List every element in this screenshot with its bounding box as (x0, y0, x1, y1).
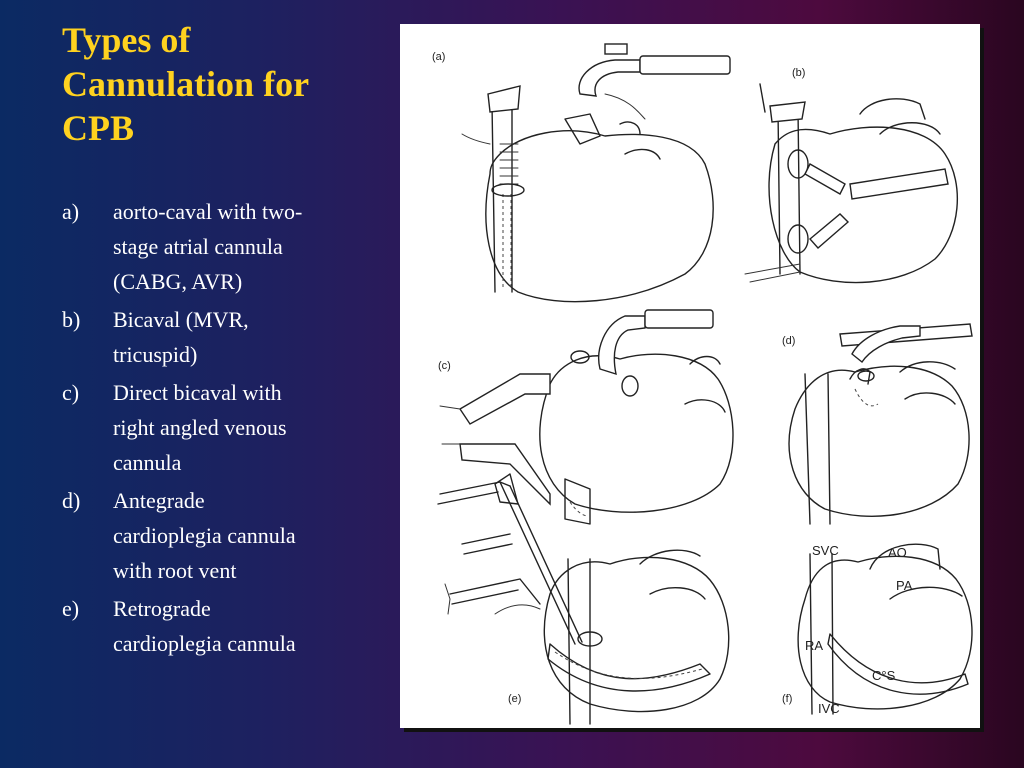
label-ao: AO (888, 545, 907, 560)
bullet-item-b: b) Bicaval (MVR, tricuspid) (62, 302, 374, 372)
slide-title: Types of Cannulation for CPB (62, 20, 310, 148)
panel-label-e: (e) (508, 693, 521, 705)
bullet-marker: c) (62, 380, 80, 405)
bullet-marker: a) (62, 199, 80, 224)
panel-c-illustration: (c) (438, 309, 734, 525)
label-svc: SVC (812, 543, 839, 558)
label-ra: RA (805, 638, 823, 653)
cannulation-diagram: (a) (b) (432, 43, 973, 725)
bullet-text: aorto-caval with two- stage atrial cannu… (113, 199, 303, 294)
bullet-item-c: c) Direct bicaval with right angled veno… (62, 375, 374, 480)
bullet-item-d: d) Antegrade cardioplegia cannula with r… (62, 483, 374, 588)
panel-b-illustration: (b) (744, 67, 959, 284)
panel-e-illustration: (e) (437, 473, 730, 725)
bullet-marker: e) (62, 596, 80, 621)
bullet-list: a) aorto-caval with two- stage atrial ca… (62, 194, 374, 664)
panel-label-c: (c) (438, 360, 451, 372)
panel-f-illustration: (f) SVC AO PA RA C°S IVC (782, 543, 973, 716)
label-cs: C°S (872, 668, 896, 683)
bullet-marker: b) (62, 307, 81, 332)
panel-label-d: (d) (782, 335, 795, 347)
bullet-text: Antegrade cardioplegia cannula with root… (113, 488, 296, 583)
label-pa: PA (896, 578, 913, 593)
bullet-text: Direct bicaval with right angled venous … (113, 380, 287, 475)
bullet-text: Bicaval (MVR, tricuspid) (113, 307, 249, 367)
panel-d-illustration: (d) (782, 323, 973, 525)
bullet-item-e: e) Retrograde cardioplegia cannula (62, 591, 374, 661)
cannulation-figure: (a) (b) (400, 24, 980, 728)
panel-label-a: (a) (432, 51, 445, 63)
panel-label-b: (b) (792, 67, 805, 79)
bullet-item-a: a) aorto-caval with two- stage atrial ca… (62, 194, 374, 299)
bullet-marker: d) (62, 488, 81, 513)
panel-a-illustration: (a) (432, 43, 731, 303)
panel-label-f: (f) (782, 693, 792, 705)
bullet-text: Retrograde cardioplegia cannula (113, 596, 296, 656)
label-ivc: IVC (818, 701, 840, 716)
